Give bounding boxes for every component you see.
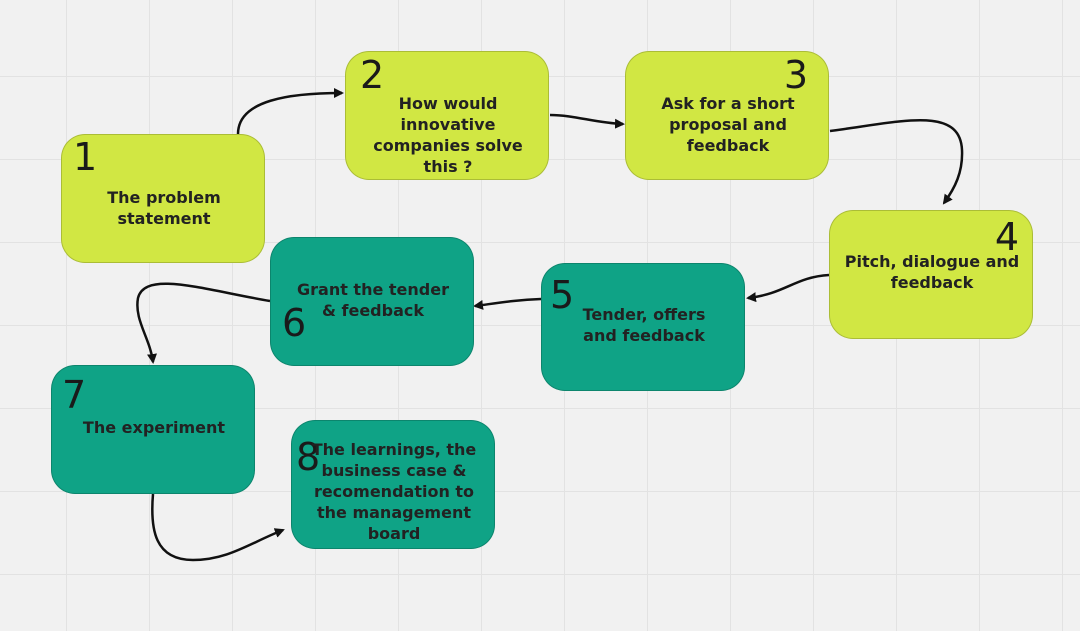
connector-7-to-8[interactable] [151,493,285,562]
step-label: How would innovative companies solve thi… [373,94,523,176]
step-4-pitch-dialogue[interactable]: 4 Pitch, dialogue and feedback [829,210,1033,339]
step-label: Ask for a short proposal and feedback [661,94,795,155]
step-label: The learnings, the business case & recom… [311,440,477,543]
step-label: The problem statement [107,188,221,228]
connector-4-to-5[interactable] [746,273,830,303]
connector-3-to-4[interactable] [829,119,964,205]
step-8-learnings-business-case[interactable]: 8 The learnings, the business case & rec… [291,420,495,549]
step-label: The experiment [82,418,226,437]
step-label: Tender, offers and feedback [582,305,706,345]
step-number: 8 [296,435,321,479]
step-number: 7 [62,373,87,417]
step-number: 1 [73,135,98,179]
step-7-experiment[interactable]: 7 The experiment [51,365,255,494]
step-number: 5 [550,273,575,317]
step-number: 6 [282,301,307,345]
step-2-innovative-companies[interactable]: 2 How would innovative companies solve t… [345,51,549,180]
step-label: Grant the tender & feedback [297,280,449,320]
step-number: 4 [994,215,1019,259]
step-6-grant-tender[interactable]: 6 Grant the tender & feedback [270,237,474,366]
connector-6-to-7[interactable] [136,282,271,364]
connector-1-to-2[interactable] [236,88,344,135]
step-5-tender-offers[interactable]: 5 Tender, offers and feedback [541,263,745,391]
step-number: 2 [360,53,385,97]
step-1-problem-statement[interactable]: 1 The problem statement [61,134,265,263]
step-label: Pitch, dialogue and feedback [844,252,1020,292]
step-number: 3 [783,53,808,97]
connector-5-to-6[interactable] [473,297,542,310]
step-3-short-proposal[interactable]: 3 Ask for a short proposal and feedback [625,51,829,180]
connector-2-to-3[interactable] [549,113,625,129]
